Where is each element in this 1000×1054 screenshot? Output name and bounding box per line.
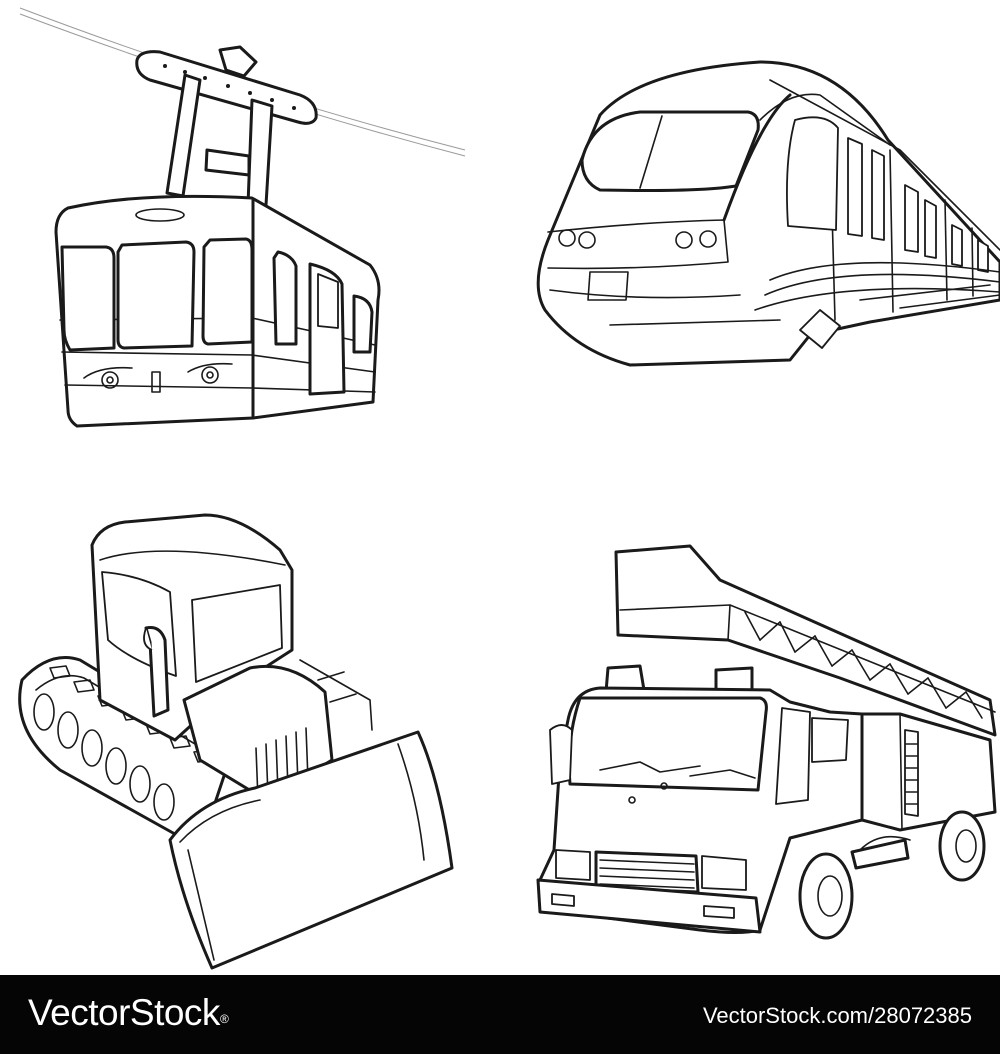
cable-car-icon [19,7,466,428]
registered-mark: ® [219,1012,229,1026]
bulldozer-icon [18,513,454,970]
train-icon [536,60,1000,367]
fire-truck-icon [536,544,997,940]
brand-logo: VectorStock® [28,992,229,1033]
watermark-bar: VectorStock® VectorStock.com/28072385 [0,975,1000,1054]
brand-name: VectorStock [28,992,220,1033]
image-credit: VectorStock.com/28072385 [702,1003,972,1028]
illustration-area [18,7,1000,970]
